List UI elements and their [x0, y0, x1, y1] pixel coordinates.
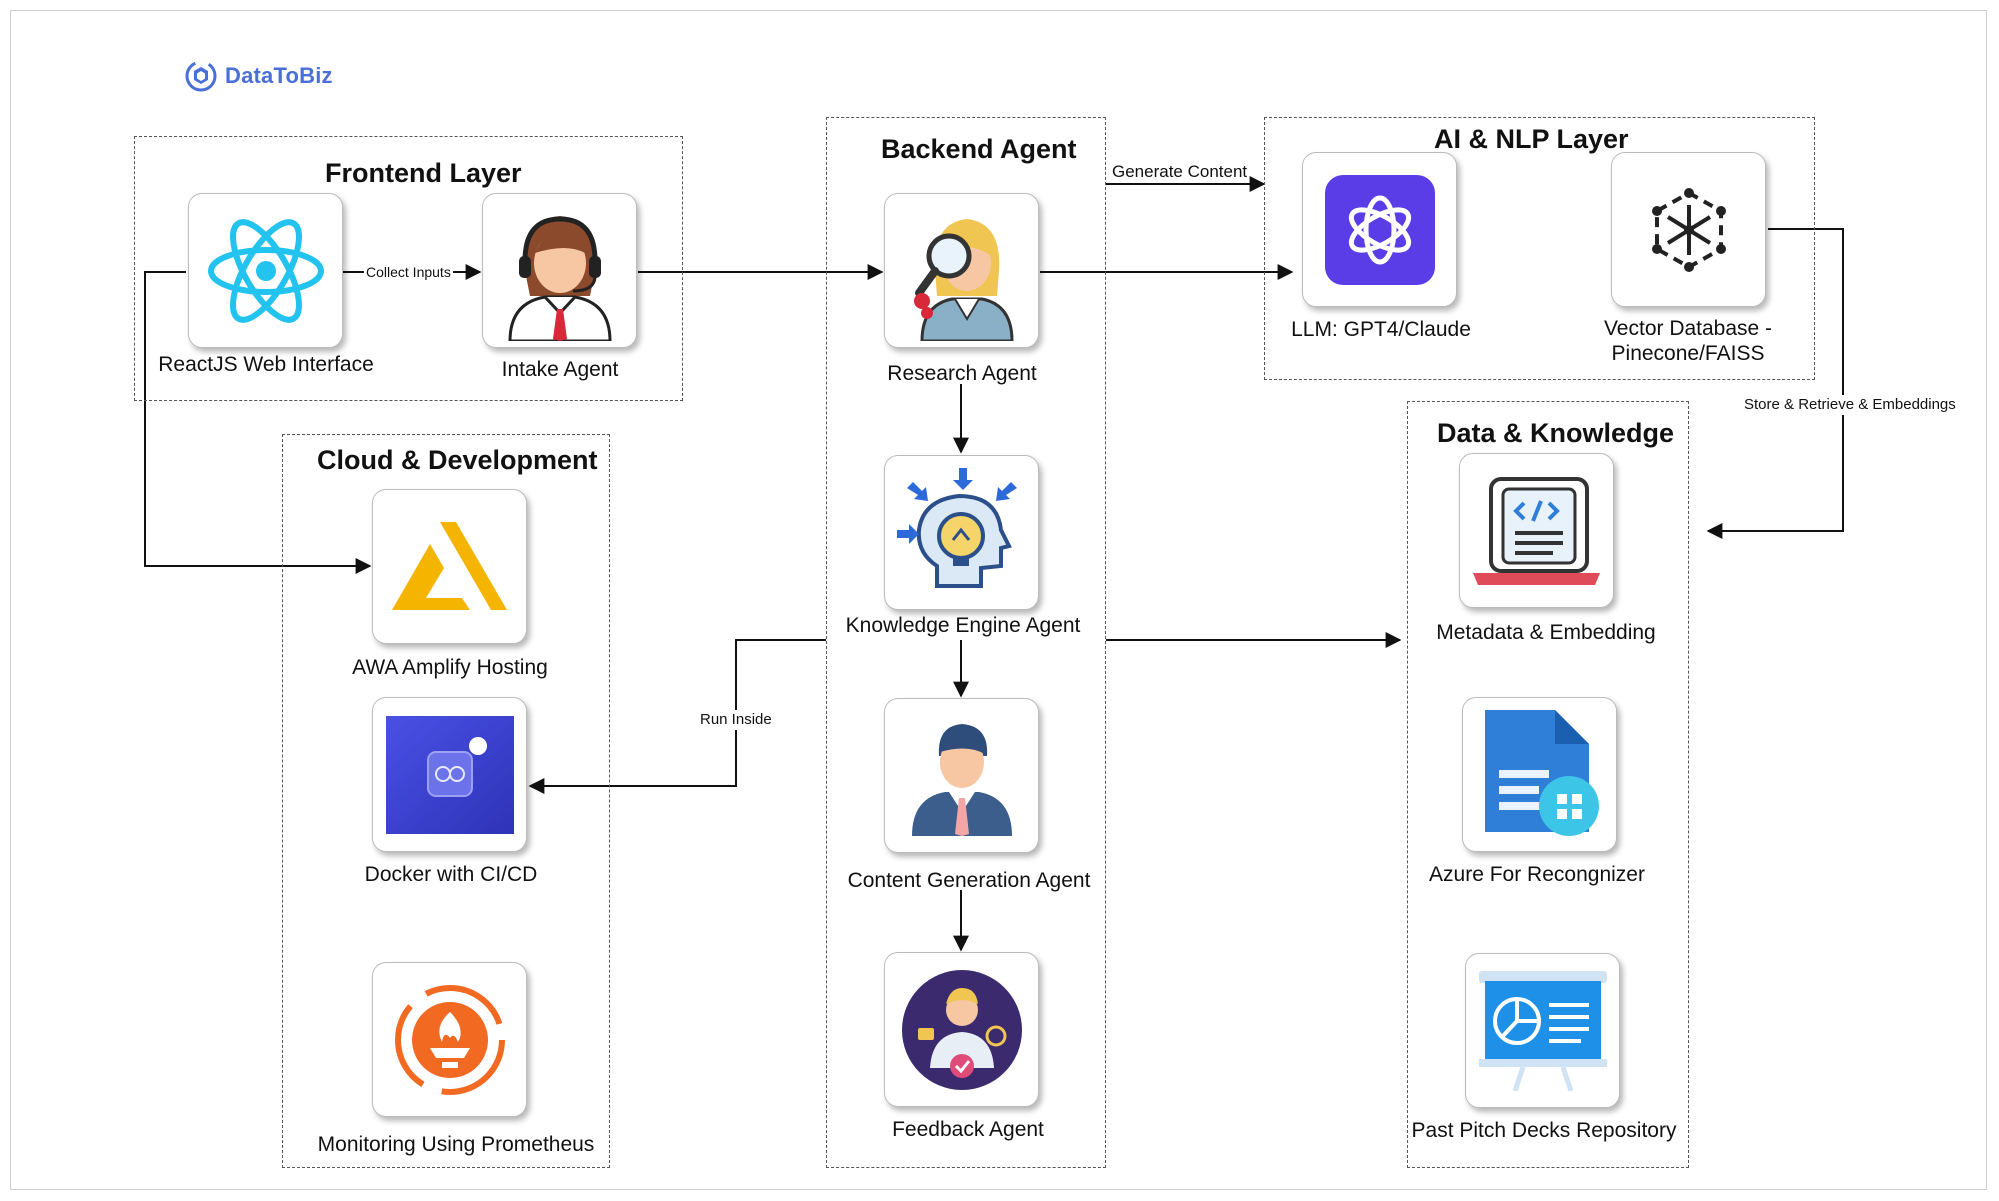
- label-docker: Docker with CI/CD: [364, 863, 538, 886]
- label-research-agent: Research Agent: [887, 362, 1037, 385]
- edge-vector-to-data: [1706, 228, 1844, 539]
- businessman-icon: [911, 723, 1012, 836]
- group-data: [1407, 401, 1689, 1168]
- canvas-frame: [10, 10, 1987, 1190]
- node-azure-form-recognizer[interactable]: [1462, 697, 1617, 852]
- group-cloud: [282, 434, 610, 1168]
- node-llm[interactable]: [1302, 152, 1457, 307]
- group-cloud-title: Cloud & Development: [317, 445, 598, 475]
- node-aws-amplify[interactable]: [372, 489, 527, 644]
- code-laptop-icon: [1473, 476, 1600, 585]
- label-aws-amplify: AWA Amplify Hosting: [352, 656, 548, 679]
- label-intake-agent: Intake Agent: [501, 358, 619, 381]
- node-pitch-decks[interactable]: [1465, 953, 1620, 1108]
- node-content-generation[interactable]: [884, 698, 1039, 853]
- group-frontend-title: Frontend Layer: [325, 158, 522, 188]
- node-feedback-agent[interactable]: [884, 952, 1039, 1107]
- label-reactjs: ReactJS Web Interface: [158, 353, 374, 376]
- group-backend-title: Backend Agent: [881, 134, 1077, 164]
- edge-label-run-inside: Run Inside: [698, 710, 774, 730]
- openai-icon: [1324, 174, 1435, 285]
- group-ai-nlp-title: AI & NLP Layer: [1434, 124, 1629, 154]
- label-llm: LLM: GPT4/Claude: [1291, 318, 1471, 341]
- vector-network-icon: [1651, 187, 1726, 272]
- react-icon: [207, 218, 324, 323]
- presentation-board-icon: [1478, 970, 1607, 1091]
- label-metadata-embedding: Metadata & Embedding: [1436, 621, 1656, 644]
- edge-react-to-amplify: [144, 271, 372, 574]
- brain-lightbulb-icon: [896, 467, 1017, 588]
- label-vector-database-line2: Pinecone/FAISS: [1611, 342, 1765, 365]
- label-vector-database-line1: Vector Database -: [1603, 317, 1773, 340]
- node-prometheus[interactable]: [372, 962, 527, 1117]
- azure-form-recognizer-icon: [1485, 709, 1599, 836]
- edge-label-generate-content: Generate Content: [1110, 162, 1250, 182]
- label-feedback-agent: Feedback Agent: [892, 1118, 1044, 1141]
- node-reactjs[interactable]: [188, 193, 343, 348]
- node-knowledge-engine[interactable]: [884, 455, 1039, 610]
- datatobiz-logo-icon: [185, 60, 217, 92]
- researcher-icon: [913, 218, 1014, 341]
- edge-label-collect-inputs: Collect Inputs: [364, 262, 453, 282]
- label-content-generation: Content Generation Agent: [847, 869, 1091, 892]
- brand-logo: DataToBiz: [183, 58, 333, 94]
- label-pitch-decks: Past Pitch Decks Repository: [1411, 1119, 1677, 1142]
- support-agent-icon: [507, 215, 612, 341]
- prometheus-icon: [394, 984, 505, 1095]
- label-azure-form-recognizer: Azure For Recongnizer: [1429, 863, 1645, 886]
- group-data-title: Data & Knowledge: [1437, 418, 1675, 448]
- label-knowledge-engine: Knowledge Engine Agent: [845, 614, 1081, 637]
- node-metadata-embedding[interactable]: [1459, 453, 1614, 608]
- docker-icon: [385, 715, 514, 834]
- group-frontend: [134, 136, 683, 401]
- feedback-icon: [901, 969, 1022, 1090]
- node-research-agent[interactable]: [884, 193, 1039, 348]
- group-ai-nlp: [1264, 117, 1815, 380]
- node-intake-agent[interactable]: [482, 193, 637, 348]
- group-backend: [826, 117, 1106, 1168]
- node-docker[interactable]: [372, 697, 527, 852]
- label-prometheus: Monitoring Using Prometheus: [317, 1133, 595, 1156]
- edge-label-store-retrieve: Store & Retrieve & Embeddings: [1742, 395, 1958, 415]
- aws-amplify-icon: [392, 521, 507, 610]
- brand-name: DataToBiz: [225, 63, 333, 88]
- node-vector-database[interactable]: [1611, 152, 1766, 307]
